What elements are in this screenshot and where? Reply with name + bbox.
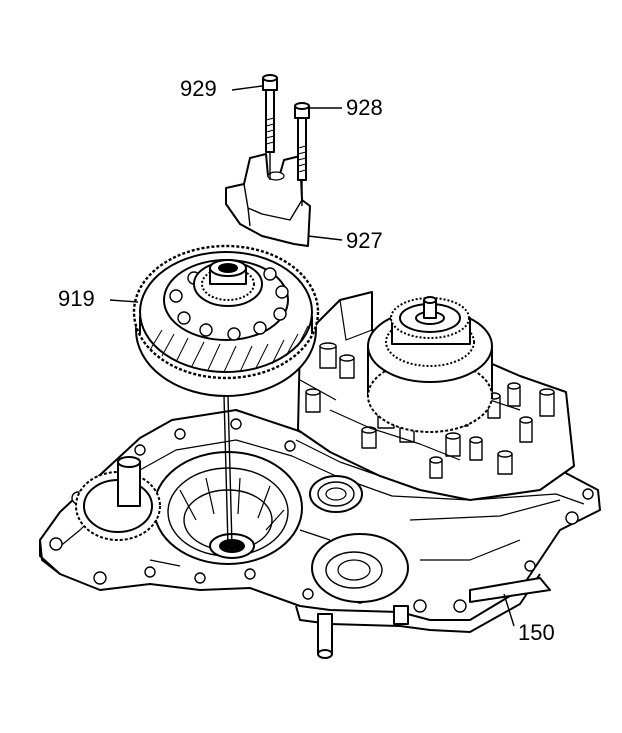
alignment-lines bbox=[224, 152, 302, 546]
input-gear-cluster bbox=[368, 297, 492, 432]
callout-150: 150 bbox=[518, 620, 555, 645]
transaxle-case bbox=[40, 410, 600, 658]
callout-928: 928 bbox=[346, 95, 383, 120]
callout-929: 929 bbox=[180, 76, 217, 101]
leader-lines bbox=[110, 86, 514, 626]
callout-927: 927 bbox=[346, 228, 383, 253]
bolt-929 bbox=[263, 75, 277, 152]
differential-ring-gear bbox=[134, 246, 318, 396]
bolt-928 bbox=[295, 103, 309, 180]
callout-919: 919 bbox=[58, 286, 95, 311]
